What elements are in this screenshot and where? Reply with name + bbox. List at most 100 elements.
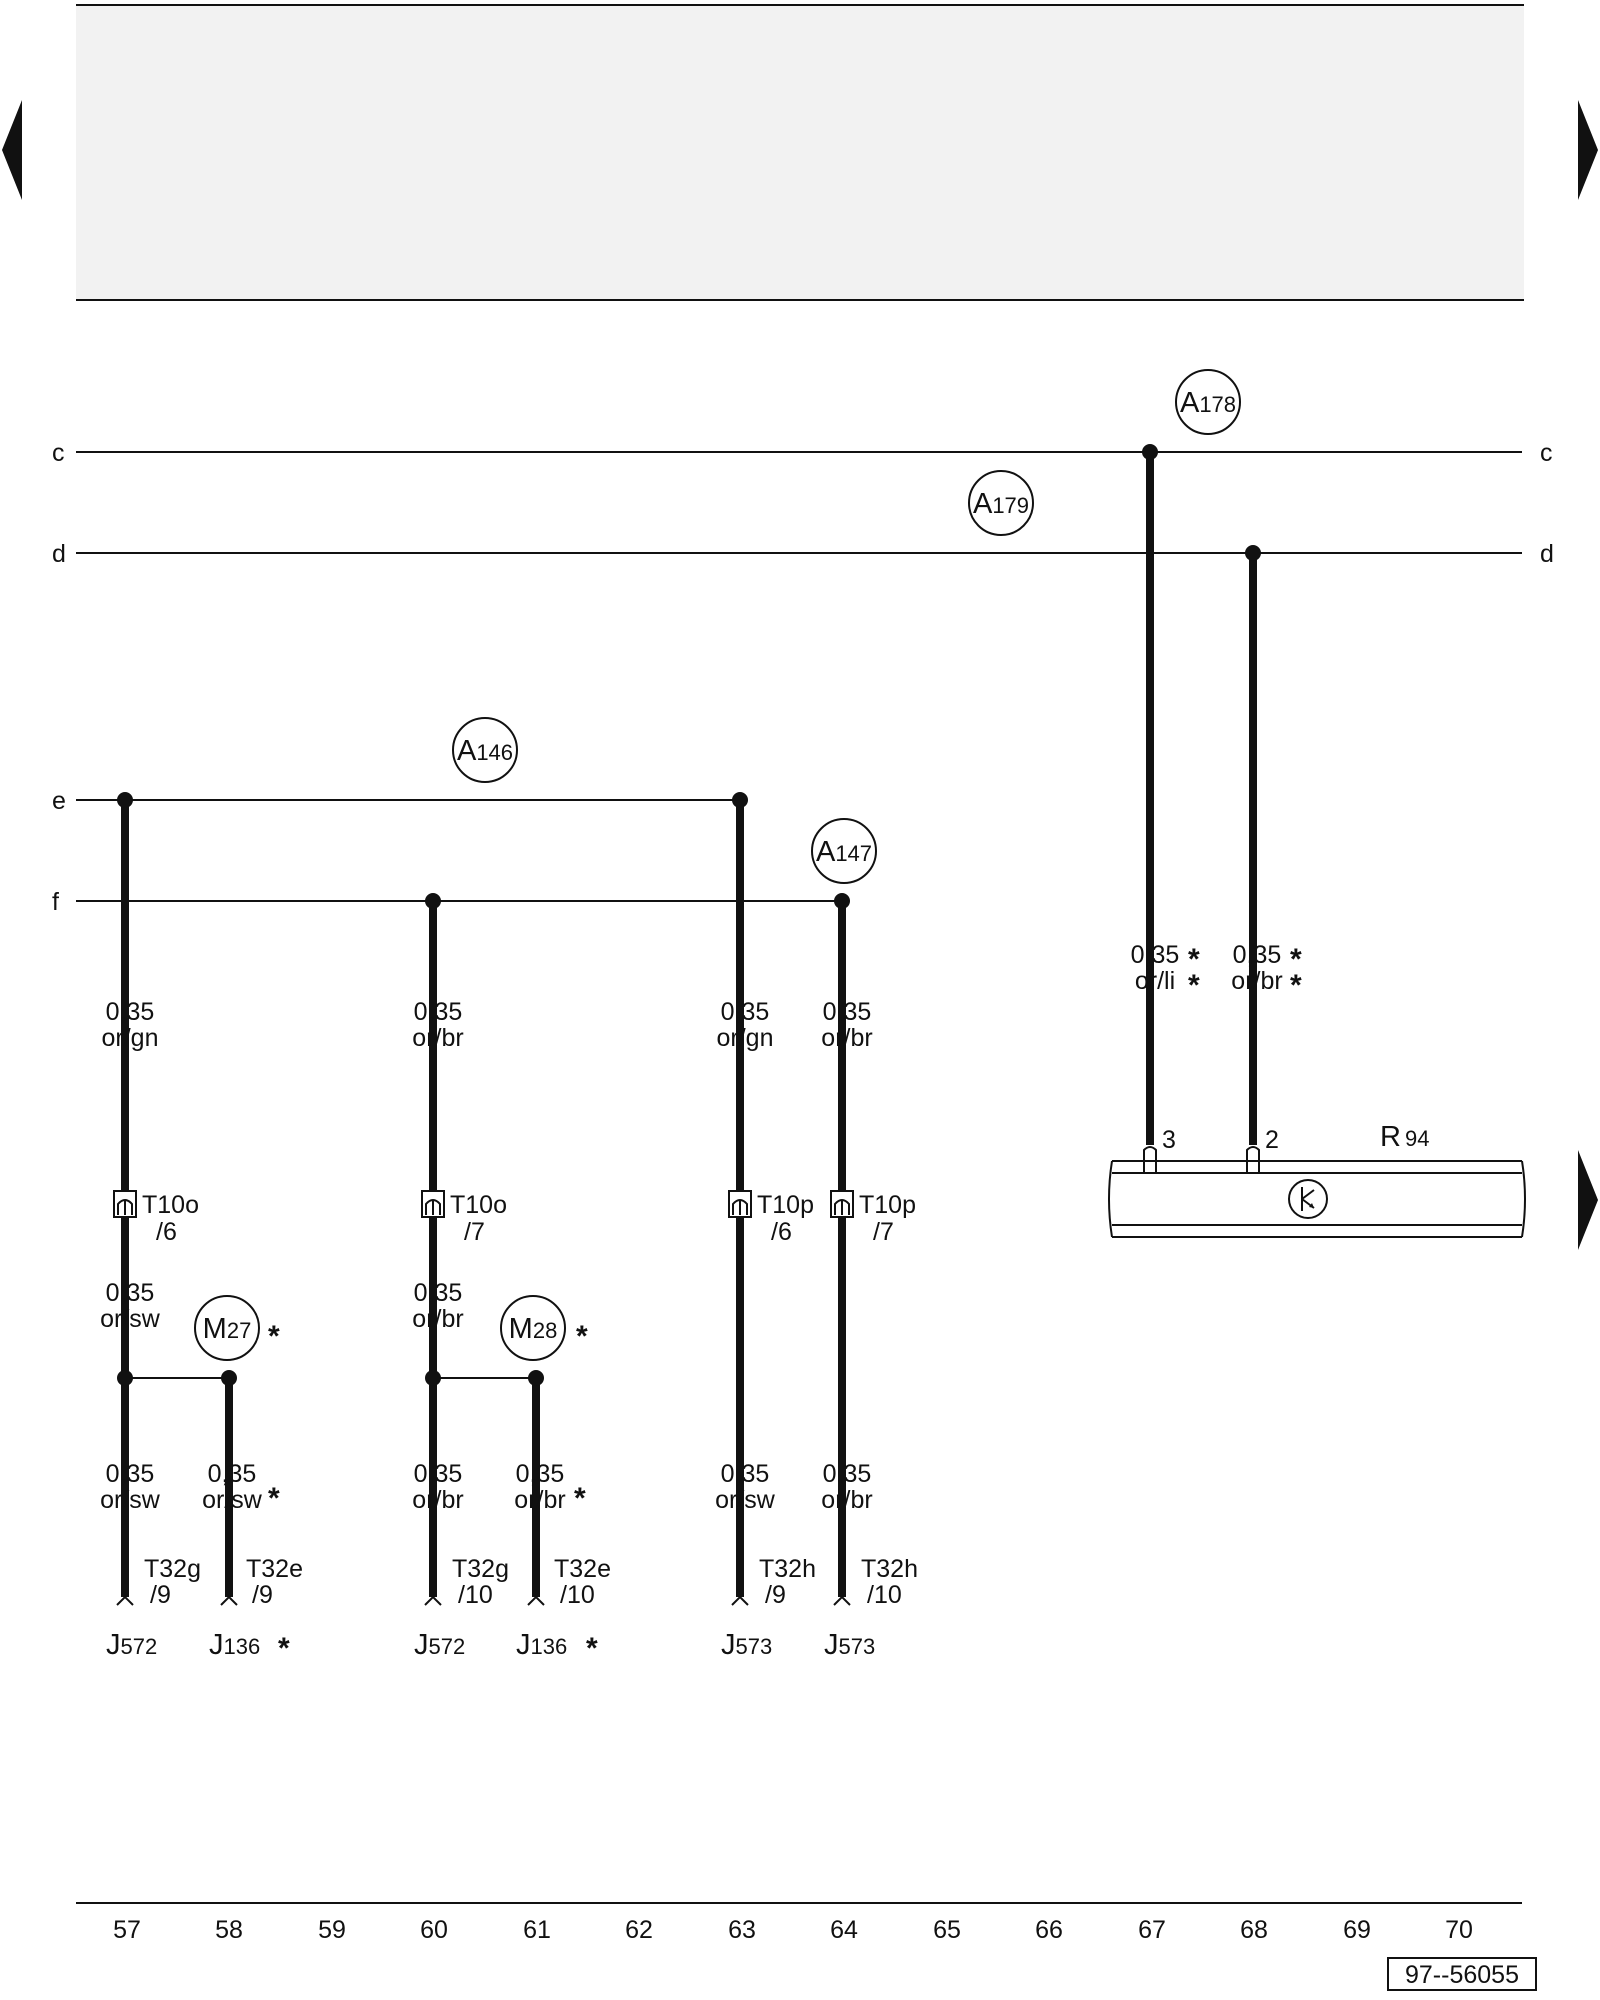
- connector-pin: /9: [252, 1581, 273, 1609]
- splice-dot: [117, 1370, 133, 1386]
- circle-outline: [500, 1295, 566, 1361]
- connector-name: T32g: [144, 1555, 201, 1583]
- scale-number: 59: [318, 1916, 346, 1944]
- splice-dot: [1142, 444, 1158, 460]
- next-page-arrow-icon[interactable]: [1578, 100, 1598, 200]
- splice-dot: [528, 1370, 544, 1386]
- scale-number: 61: [523, 1916, 551, 1944]
- connector-pin: /9: [150, 1581, 171, 1609]
- optional-marker: *: [1188, 969, 1200, 1002]
- wire-end-icon: [220, 1595, 238, 1606]
- splice-dot: [425, 893, 441, 909]
- connector-pin: /10: [560, 1581, 595, 1609]
- circle-label-text: M27: [203, 1313, 252, 1345]
- connector-pin-icon: [732, 1199, 748, 1215]
- connector-t10p-7: T10p /7: [830, 1190, 916, 1246]
- r94-outline-right: [1521, 1160, 1526, 1238]
- connector-pin-icon: [834, 1199, 850, 1215]
- scale-number: 65: [933, 1916, 961, 1944]
- bus-label-c-left: c: [52, 439, 65, 467]
- header-panel: [76, 6, 1524, 300]
- wire-end-icon: [527, 1595, 545, 1606]
- connector-pin: /10: [867, 1581, 902, 1609]
- r94-pin-3-label: 3: [1162, 1126, 1176, 1154]
- circle-label-m27: M27: [194, 1295, 260, 1361]
- connector-t10o-6: T10o /6: [113, 1190, 199, 1246]
- circle-outline: [194, 1295, 260, 1361]
- splice-dot: [834, 893, 850, 909]
- splice-dot: [221, 1370, 237, 1386]
- scale-number: 57: [113, 1916, 141, 1944]
- connector-name: T10o: [142, 1191, 199, 1219]
- prev-page-arrow-icon[interactable]: [2, 100, 22, 200]
- connector-pin: /7: [464, 1218, 485, 1246]
- circle-label-a146: A146: [452, 717, 518, 783]
- connector-name: T32g: [452, 1555, 509, 1583]
- scale-number: 68: [1240, 1916, 1268, 1944]
- wire-end-icon: [833, 1595, 851, 1606]
- circle-label-text: M28: [509, 1313, 558, 1345]
- connector-pin: /9: [765, 1581, 786, 1609]
- connector-pin: /7: [873, 1218, 894, 1246]
- optional-marker: *: [574, 1482, 586, 1515]
- splice-points: [117, 444, 1261, 1386]
- wire-end-icon: [424, 1595, 442, 1606]
- circle-outline: [452, 717, 518, 783]
- connector-pin-icon: [425, 1199, 441, 1215]
- optional-marker: *: [1188, 943, 1200, 976]
- scale-number: 60: [420, 1916, 448, 1944]
- circle-label-text: A147: [816, 836, 872, 868]
- scale-number: 58: [215, 1916, 243, 1944]
- connector-name: T32e: [554, 1555, 611, 1583]
- circle-label-a147: A147: [811, 818, 877, 884]
- scale-number: 67: [1138, 1916, 1166, 1944]
- connector-t10o-7: T10o /7: [421, 1190, 507, 1246]
- optional-marker: *: [586, 1632, 598, 1665]
- connector-name: T32e: [246, 1555, 303, 1583]
- circle-outline: [811, 818, 877, 884]
- bus-label-e: e: [52, 787, 66, 815]
- circle-label-text: A179: [973, 488, 1029, 520]
- t32-connectors: T32g /9 T32e /9 T32g /10 T32e /10 T32h /…: [144, 1555, 918, 1609]
- r94-outline-left: [1108, 1160, 1113, 1238]
- r94-pin-3-icon: [1143, 1146, 1157, 1173]
- connector-name: T32h: [861, 1555, 918, 1583]
- splice-dot: [117, 792, 133, 808]
- scale-number: 63: [728, 1916, 756, 1944]
- wire-end-icon: [116, 1595, 134, 1606]
- connector-pin: /6: [771, 1218, 792, 1246]
- wire-end-marks: [116, 1595, 851, 1606]
- wire-end-icon: [731, 1595, 749, 1606]
- component-j573: J573: [721, 1629, 772, 1661]
- connector-name: T10o: [450, 1191, 507, 1219]
- connector-name: T32h: [759, 1555, 816, 1583]
- optional-marker: *: [268, 1482, 280, 1515]
- component-labels: J572 J136 * J572 J136 * J573 J573: [106, 1629, 875, 1665]
- scale-number: 66: [1035, 1916, 1063, 1944]
- connector-pin-icon: [117, 1199, 133, 1215]
- splice-dot: [425, 1370, 441, 1386]
- r94-pin-2-label: 2: [1265, 1126, 1279, 1154]
- circle-outline: [968, 470, 1034, 536]
- optional-marker: *: [1290, 969, 1302, 1002]
- antenna-symbol-icon: [1288, 1179, 1328, 1219]
- optional-marker: *: [1290, 943, 1302, 976]
- scale-number: 62: [625, 1916, 653, 1944]
- antenna-arrow-icon: [1309, 1203, 1314, 1208]
- connector-name: T10p: [757, 1191, 814, 1219]
- continuation-arrow-icon[interactable]: [1578, 1150, 1598, 1250]
